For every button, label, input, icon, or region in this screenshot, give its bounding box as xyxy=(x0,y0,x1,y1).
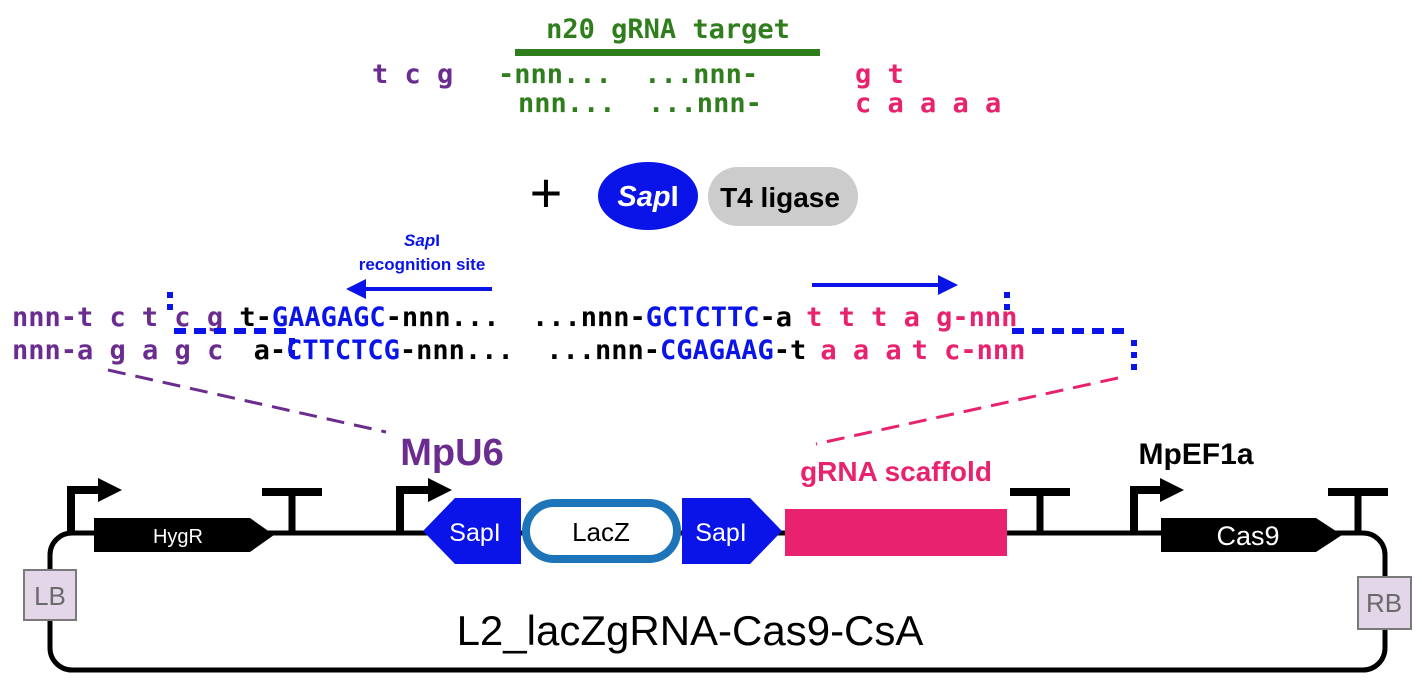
rb-label: RB xyxy=(1366,588,1402,618)
terminator-3 xyxy=(1328,488,1388,533)
sequence-bottom-line: nnn-a g a g c a-CTTCTCG-nnn... ...nnn-CG… xyxy=(12,335,1025,366)
sequence-bottom: nnn-a g a g c a-CTTCTCG-nnn... ...nnn-CG… xyxy=(12,335,1025,366)
hygr-gene xyxy=(94,518,274,552)
hygr-promoter-arrow xyxy=(67,478,122,533)
terminator-2 xyxy=(1010,488,1070,533)
sapi-right-label: SapI xyxy=(695,519,746,547)
sapi-right-site xyxy=(682,498,782,564)
recognition-site: SapI recognition site xyxy=(346,231,958,299)
recognition-label-line1: SapI xyxy=(404,231,440,250)
t4-ligase-label: T4 ligase xyxy=(720,182,840,213)
t4-ligase-pill xyxy=(708,167,858,226)
mpu6-promoter-arrow xyxy=(396,478,452,533)
recognition-label-line2: recognition site xyxy=(359,255,486,274)
mpef1a-promoter-arrow xyxy=(1130,478,1184,533)
lacz-cassette xyxy=(522,499,681,563)
left-overhang-cut xyxy=(167,292,295,362)
plasmid-map: LB RB HygR MpU6 SapI LacZ SapI gRNA scaf… xyxy=(23,432,1412,673)
cas9-label: Cas9 xyxy=(1216,521,1279,551)
sapi-left-site xyxy=(423,498,521,564)
grna-scaffold xyxy=(785,509,1007,556)
scaffold-connector xyxy=(815,376,1119,446)
mpu6-connector xyxy=(107,368,387,434)
reaction: + T4 ligase SapI xyxy=(530,161,858,230)
lb-box xyxy=(23,569,77,621)
grna-scaffold-label: gRNA scaffold xyxy=(800,456,992,487)
oligo-bottom-mid: nnn... ...nnn- xyxy=(518,88,762,119)
lb-label: LB xyxy=(34,581,66,611)
sapi-left-label: SapI xyxy=(449,519,500,547)
sapi-enzyme-label: SapI xyxy=(617,181,678,213)
n20-target-bar xyxy=(515,49,820,56)
oligo-insert: n20 gRNA target t c g -nnn... ...nnn- g … xyxy=(372,14,1001,119)
left-arrow xyxy=(346,279,492,299)
right-overhang-cut xyxy=(1004,292,1137,374)
hygr-label: HygR xyxy=(153,526,203,548)
mpu6-label: MpU6 xyxy=(400,432,503,474)
oligo-top-left: t c g xyxy=(372,59,453,90)
mpef1a-label: MpEF1a xyxy=(1138,438,1253,471)
oligo-top-right: g t xyxy=(855,59,904,90)
rb-box xyxy=(1357,576,1412,630)
lacz-label: LacZ xyxy=(572,517,630,547)
plus-sign: + xyxy=(530,161,563,224)
oligo-bottom-right: c a a a a xyxy=(855,88,1001,119)
right-arrow xyxy=(812,275,958,295)
cas9-gene xyxy=(1161,518,1342,552)
plasmid-name: L2_lacZgRNA-Cas9-CsA xyxy=(457,607,924,654)
terminator-1 xyxy=(262,488,322,533)
oligo-title: n20 gRNA target xyxy=(546,14,790,45)
sapi-enzyme-oval xyxy=(598,162,698,230)
oligo-top-mid: -nnn... ...nnn- xyxy=(498,59,758,90)
